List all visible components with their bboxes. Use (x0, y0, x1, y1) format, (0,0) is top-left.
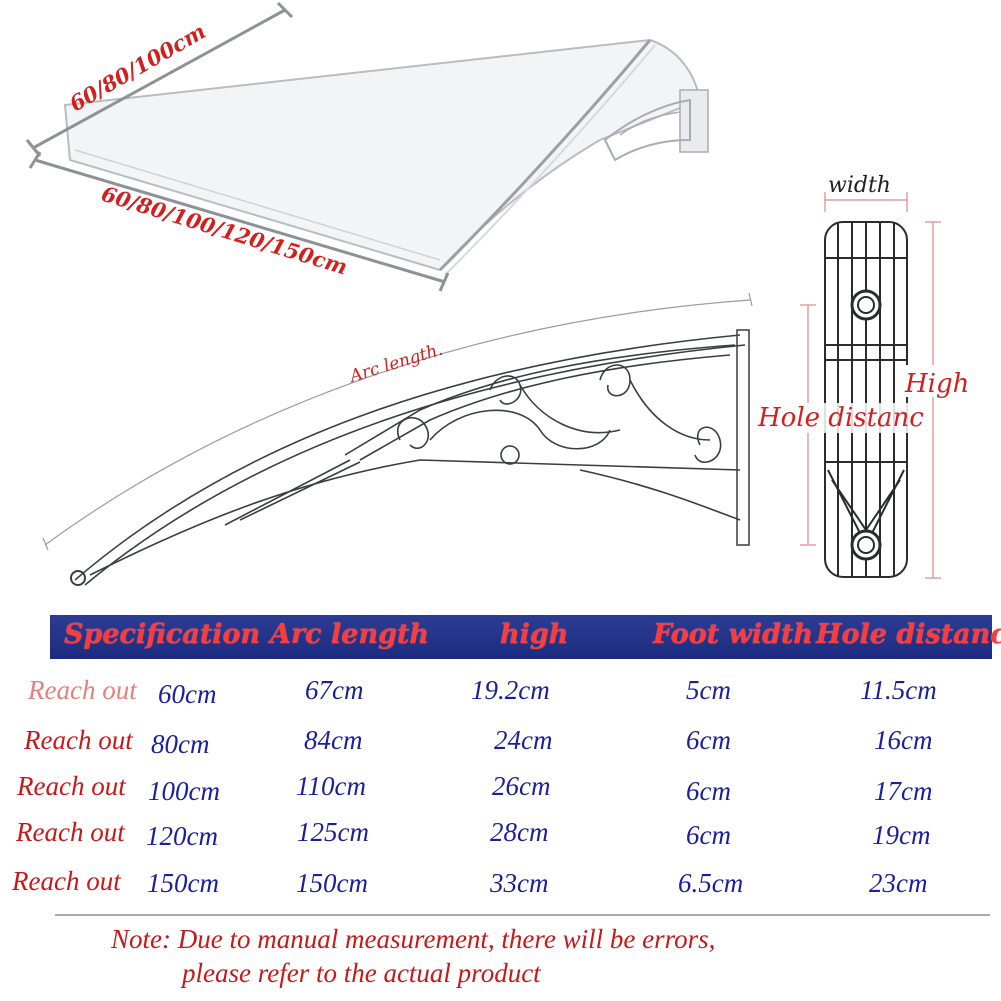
high-label: High (904, 369, 969, 399)
table-row: Reach out 60cm 67cm 19.2cm 5cm 11.5cm (0, 675, 1001, 719)
header-high: high (500, 619, 569, 650)
header-foot-width: Foot width (653, 619, 814, 650)
hole-distance-label: Hole distanc (757, 403, 924, 433)
width-dim-label: width (828, 173, 891, 198)
row-foot: 6cm (686, 776, 731, 806)
row-high: 26cm (492, 771, 551, 801)
bracket-side-illustration (70, 329, 750, 586)
arc-length-line (44, 299, 751, 546)
header-hole-distance: Hole distance (816, 619, 1001, 650)
row-foot: 6cm (686, 725, 731, 755)
row-label: Reach out (12, 866, 121, 896)
row-arc: 67cm (305, 675, 364, 705)
row-arc: 125cm (297, 817, 369, 847)
table-divider (55, 914, 990, 916)
awning-canopy-illustration (63, 38, 709, 276)
row-size: 100cm (148, 776, 220, 806)
row-hole: 19cm (872, 820, 931, 850)
row-size: 150cm (147, 868, 219, 898)
row-arc: 150cm (296, 868, 368, 898)
row-hole: 11.5cm (860, 675, 937, 705)
row-label: Reach out (16, 817, 125, 847)
row-high: 28cm (490, 817, 549, 847)
row-label: Reach out (28, 675, 137, 705)
row-high: 33cm (490, 868, 549, 898)
table-row: Reach out 150cm 150cm 33cm 6.5cm 23cm (0, 866, 1001, 910)
row-label: Reach out (17, 771, 126, 801)
table-row: Reach out 100cm 110cm 26cm 6cm 17cm (0, 771, 1001, 815)
row-size: 60cm (158, 679, 217, 709)
row-size: 80cm (151, 729, 210, 759)
row-foot: 6.5cm (678, 868, 744, 898)
row-hole: 23cm (869, 868, 928, 898)
row-hole: 17cm (874, 776, 933, 806)
row-high: 24cm (494, 725, 553, 755)
awning-diagram: 60/80/100cm 60/80/100/120/150cm Arc leng… (25, 1, 969, 586)
note-line-2: please refer to the actual product (182, 958, 541, 988)
header-specification: Specification (64, 619, 261, 650)
table-row: Reach out 80cm 84cm 24cm 6cm 16cm (0, 725, 1001, 769)
row-arc: 110cm (296, 771, 366, 801)
arc-length-label: Arc length. (346, 340, 445, 388)
table-row: Reach out 120cm 125cm 28cm 6cm 19cm (0, 817, 1001, 861)
row-foot: 6cm (686, 820, 731, 850)
header-arc-length: Arc length (270, 619, 430, 650)
row-high: 19.2cm (471, 675, 550, 705)
row-arc: 84cm (304, 725, 363, 755)
row-size: 120cm (146, 821, 218, 851)
wall-plate-illustration (824, 221, 908, 578)
row-foot: 5cm (686, 675, 731, 705)
note-line-1: Note: Due to manual measurement, there w… (111, 924, 716, 954)
row-hole: 16cm (874, 725, 933, 755)
spec-table-header: Specification Arc length high Foot width… (50, 615, 1001, 659)
row-label: Reach out (24, 725, 133, 755)
